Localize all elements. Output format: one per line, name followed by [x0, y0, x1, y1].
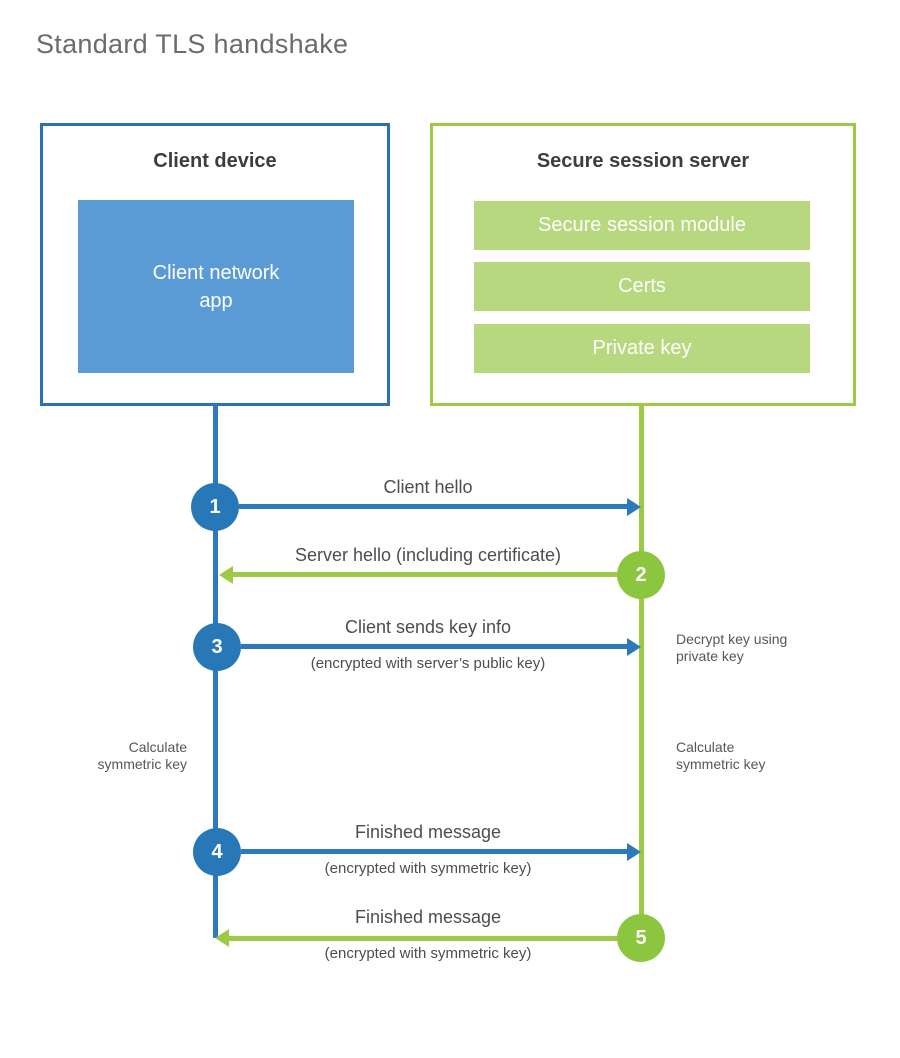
client-device-title: Client device [153, 150, 277, 172]
client-lifeline [213, 404, 218, 938]
server-box-title: Secure session server [536, 150, 750, 172]
message-1-label: Client hello [383, 477, 473, 497]
message-3-label: Client sends key info [344, 617, 512, 637]
note-calc-symmetric-key-server: Calculate symmetric key [676, 739, 826, 773]
message-3-arrow [241, 644, 627, 649]
step-5-badge: 5 [617, 914, 665, 962]
note-calc-right-line1: Calculate [676, 739, 735, 755]
step-3-badge: 3 [193, 623, 241, 671]
message-2-label: Server hello (including certificate) [294, 545, 562, 565]
client-network-app-block: Client network app [78, 200, 354, 373]
message-4-label: Finished message [354, 822, 502, 842]
message-1-arrow [239, 504, 628, 509]
message-2-arrow [233, 572, 617, 577]
message-5-label: Finished message [354, 907, 502, 927]
arrow-left-icon [215, 929, 229, 947]
message-5-sublabel: (encrypted with symmetric key) [324, 945, 532, 962]
message-4-sublabel: (encrypted with symmetric key) [324, 860, 532, 877]
client-app-label-line2: app [199, 289, 233, 312]
server-module-certs: Certs [474, 262, 810, 311]
arrow-right-icon [627, 843, 641, 861]
server-module-secure-session: Secure session module [474, 201, 810, 250]
arrow-right-icon [627, 498, 641, 516]
note-calc-left-line1: Calculate [128, 739, 187, 755]
step-2-badge: 2 [617, 551, 665, 599]
arrow-left-icon [219, 566, 233, 584]
page-title: Standard TLS handshake [36, 29, 349, 59]
message-3-sublabel: (encrypted with server’s public key) [310, 655, 546, 672]
step-1-badge: 1 [191, 483, 239, 531]
message-5-arrow [229, 936, 617, 941]
note-decrypt-line1: Decrypt key using [676, 631, 788, 647]
note-calc-right-line2: symmetric key [676, 756, 766, 772]
step-4-badge: 4 [193, 828, 241, 876]
client-app-label-line1: Client network [152, 261, 280, 284]
note-calc-symmetric-key-client: Calculate symmetric key [57, 739, 187, 773]
message-4-arrow [241, 849, 627, 854]
note-decrypt-line2: private key [676, 648, 744, 664]
server-lifeline [639, 404, 644, 938]
note-calc-left-line2: symmetric key [97, 756, 187, 772]
note-decrypt-key: Decrypt key using private key [676, 631, 826, 665]
server-module-private-key: Private key [474, 324, 810, 373]
arrow-right-icon [627, 638, 641, 656]
